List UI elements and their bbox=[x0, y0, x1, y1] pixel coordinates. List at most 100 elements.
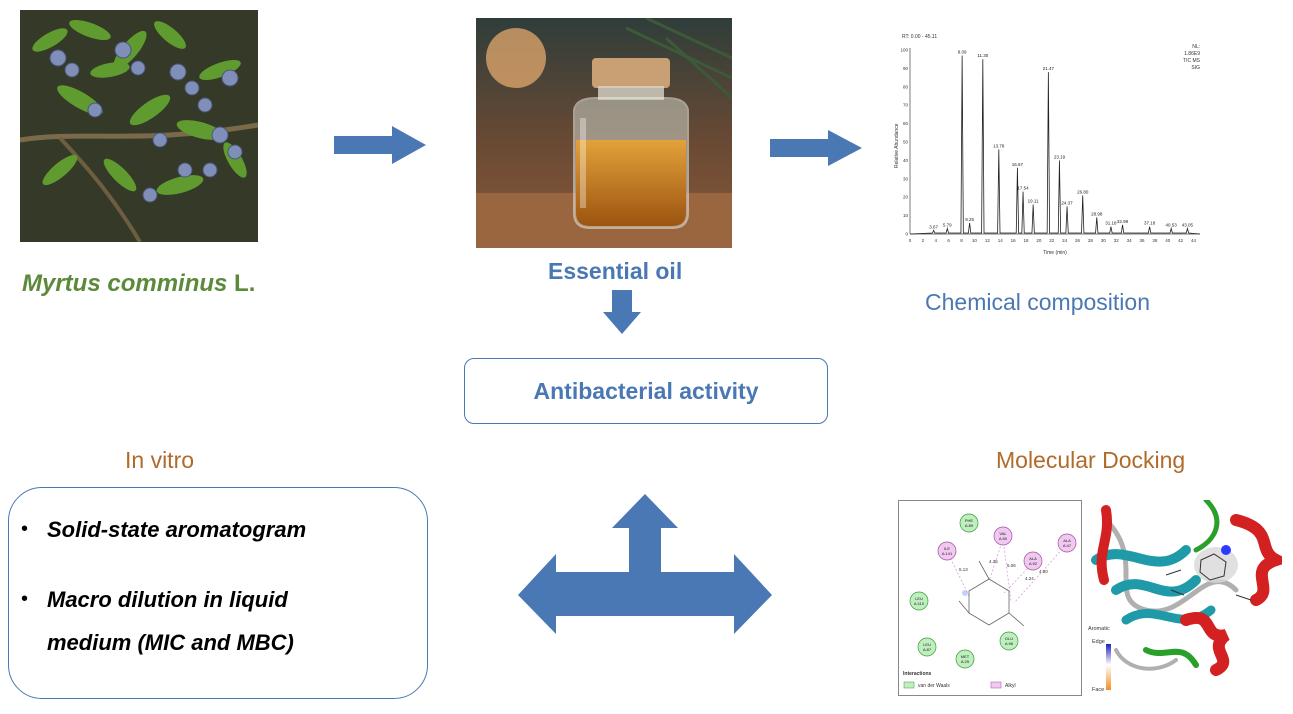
x-tick-label: 32 bbox=[1114, 238, 1120, 243]
x-tick-label: 22 bbox=[1049, 238, 1055, 243]
y-tick-label: 40 bbox=[903, 158, 909, 163]
antibacterial-activity-label: Antibacterial activity bbox=[533, 377, 759, 404]
peak-label: 13.78 bbox=[993, 143, 1005, 148]
peak-label: 43.05 bbox=[1182, 222, 1194, 227]
peak-label: 32.98 bbox=[1117, 219, 1129, 224]
bullet-dot-1: • bbox=[21, 518, 29, 540]
peak-label: 8.09 bbox=[958, 50, 967, 55]
bullet-dot-2: • bbox=[21, 588, 29, 610]
residue-label: MET bbox=[961, 654, 970, 659]
residue-label: ALA bbox=[1029, 556, 1037, 561]
antibacterial-activity-box: Antibacterial activity bbox=[464, 358, 828, 424]
chromatogram: RT: 0.00 - 45.11 NL: 1.86E9 TIC MS SIG R… bbox=[890, 28, 1210, 260]
residue-bubble bbox=[909, 591, 929, 611]
docking-3d-structure: Aromatic Edge Face bbox=[1086, 497, 1292, 694]
peak-label: 24.37 bbox=[1061, 200, 1073, 205]
chromatogram-xlabel: Time (min) bbox=[1043, 250, 1067, 256]
residue-bubble bbox=[993, 526, 1013, 546]
residue-label: GLU bbox=[1005, 636, 1013, 641]
plant-name: Myrtus comminus L. bbox=[22, 270, 255, 298]
x-tick-label: 4 bbox=[935, 238, 938, 243]
y-tick-label: 90 bbox=[903, 66, 909, 71]
residue-label: LEU bbox=[915, 596, 923, 601]
residue-label: A:96 bbox=[1005, 641, 1014, 646]
legend-title: Interactions bbox=[903, 671, 932, 677]
x-tick-label: 2 bbox=[922, 238, 925, 243]
y-tick-label: 60 bbox=[903, 121, 909, 126]
y-tick-label: 100 bbox=[900, 48, 908, 53]
x-tick-label: 40 bbox=[1165, 238, 1171, 243]
chromatogram-header-right-1: 1.86E9 bbox=[1184, 51, 1200, 57]
distance-label-2: 5.06 bbox=[1007, 563, 1016, 568]
peak-label: 40.53 bbox=[1166, 222, 1178, 227]
y-tick-label: 10 bbox=[903, 213, 909, 218]
residue-label: VAL bbox=[999, 531, 1007, 536]
x-tick-label: 12 bbox=[985, 238, 991, 243]
peak-label: 28.98 bbox=[1091, 211, 1103, 216]
peak-label: 21.47 bbox=[1043, 66, 1055, 71]
peak-label: 19.11 bbox=[1028, 199, 1039, 204]
legend-item-alkyl: Alkyl bbox=[1005, 683, 1016, 689]
chromatogram-header-left: RT: 0.00 - 45.11 bbox=[902, 34, 937, 40]
y-tick-label: 80 bbox=[903, 84, 909, 89]
x-tick-label: 38 bbox=[1152, 238, 1158, 243]
in-vitro-item-1: Solid-state aromatogram bbox=[47, 517, 307, 542]
peak-label: 11.30 bbox=[977, 53, 988, 58]
residue-label: ALA bbox=[1063, 538, 1071, 543]
distance-label-4: 4.24 bbox=[1025, 576, 1034, 581]
residue-label: A:50 bbox=[999, 536, 1008, 541]
x-tick-label: 20 bbox=[1036, 238, 1042, 243]
residue-label: A:110 bbox=[914, 601, 925, 606]
chromatogram-header-right-0: NL: bbox=[1192, 44, 1200, 50]
y-tick-label: 0 bbox=[905, 232, 908, 237]
peak-label: 5.79 bbox=[943, 222, 952, 227]
peak-label: 9.25 bbox=[965, 217, 974, 222]
x-tick-label: 30 bbox=[1101, 238, 1107, 243]
residue-bubble bbox=[999, 631, 1019, 651]
residue-bubble bbox=[1023, 551, 1043, 571]
aromatic-scale-title: Aromatic bbox=[1088, 626, 1110, 632]
in-vitro-title: In vitro bbox=[125, 447, 195, 473]
svg-text:RT: 0.00 - 45.11: RT: 0.00 - 45.11 bbox=[902, 34, 937, 40]
x-tick-label: 0 bbox=[909, 238, 912, 243]
x-tick-label: 10 bbox=[972, 238, 978, 243]
residue-label: A:141 bbox=[942, 551, 953, 556]
peak-label: 31.18 bbox=[1105, 221, 1117, 226]
residue-bubble bbox=[955, 649, 975, 669]
residue-label: A:25 bbox=[961, 659, 970, 664]
residue-bubble bbox=[917, 637, 937, 657]
x-tick-label: 42 bbox=[1178, 238, 1184, 243]
residue-label: ILE bbox=[944, 546, 950, 551]
chromatogram-ylabel: Relative Abundance bbox=[894, 123, 900, 168]
x-tick-label: 44 bbox=[1191, 238, 1197, 243]
residue-label: LEU bbox=[923, 642, 931, 647]
residue-bubble bbox=[937, 541, 957, 561]
chromatogram-trace bbox=[909, 55, 1201, 235]
myrtus-photo bbox=[20, 10, 258, 242]
residue-label: A:47 bbox=[1063, 543, 1072, 548]
legend-item-vdw: van der Waals bbox=[918, 683, 950, 689]
three-way-arrow bbox=[518, 494, 772, 634]
distance-label-1: 4.35 bbox=[989, 559, 998, 564]
peak-label: 3.67 bbox=[929, 224, 938, 229]
y-tick-label: 30 bbox=[903, 176, 909, 181]
x-tick-label: 14 bbox=[998, 238, 1004, 243]
residue-bubble bbox=[1057, 533, 1077, 553]
aromatic-scale-face: Face bbox=[1092, 687, 1104, 693]
x-tick-label: 24 bbox=[1062, 238, 1068, 243]
x-tick-label: 8 bbox=[960, 238, 963, 243]
peak-label: 37.18 bbox=[1144, 221, 1156, 226]
y-tick-label: 70 bbox=[903, 103, 909, 108]
x-tick-label: 6 bbox=[947, 238, 950, 243]
chromatogram-header-right-3: SIG bbox=[1191, 65, 1200, 71]
residue-label: A:92 bbox=[1029, 561, 1038, 566]
x-tick-label: 26 bbox=[1075, 238, 1081, 243]
x-tick-label: 16 bbox=[1011, 238, 1017, 243]
aromatic-scale-edge: Edge bbox=[1092, 639, 1105, 645]
peak-label: 26.80 bbox=[1077, 189, 1089, 194]
x-tick-label: 36 bbox=[1139, 238, 1145, 243]
arrow-oil-to-activity bbox=[603, 290, 641, 334]
y-tick-label: 50 bbox=[903, 140, 909, 145]
peak-label: 16.67 bbox=[1012, 162, 1024, 167]
x-tick-label: 28 bbox=[1088, 238, 1094, 243]
